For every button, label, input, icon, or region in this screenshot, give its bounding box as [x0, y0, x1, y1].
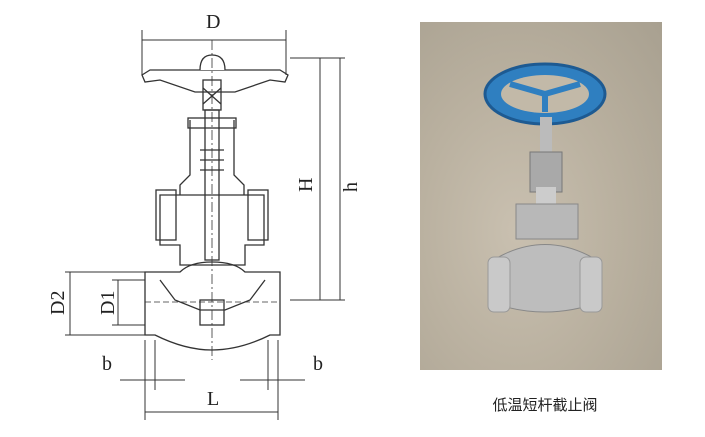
- dim-label-b-left: b: [102, 353, 112, 375]
- dim-label-D: D: [206, 11, 220, 33]
- dim-label-H: H: [295, 178, 317, 192]
- dim-label-b-right: b: [313, 353, 323, 375]
- photo-caption: 低温短杆截止阀: [492, 396, 598, 414]
- dim-label-h: h: [340, 182, 362, 192]
- handwheel: [141, 69, 289, 93]
- dim-label-D2: D2: [47, 291, 69, 315]
- dim-label-D1: D1: [97, 291, 119, 315]
- valve-technical-drawing: D H h D2 D1 b b L: [47, 11, 362, 420]
- valve-body: [144, 261, 281, 351]
- valve-photo: [420, 22, 662, 370]
- dim-label-L: L: [207, 388, 219, 410]
